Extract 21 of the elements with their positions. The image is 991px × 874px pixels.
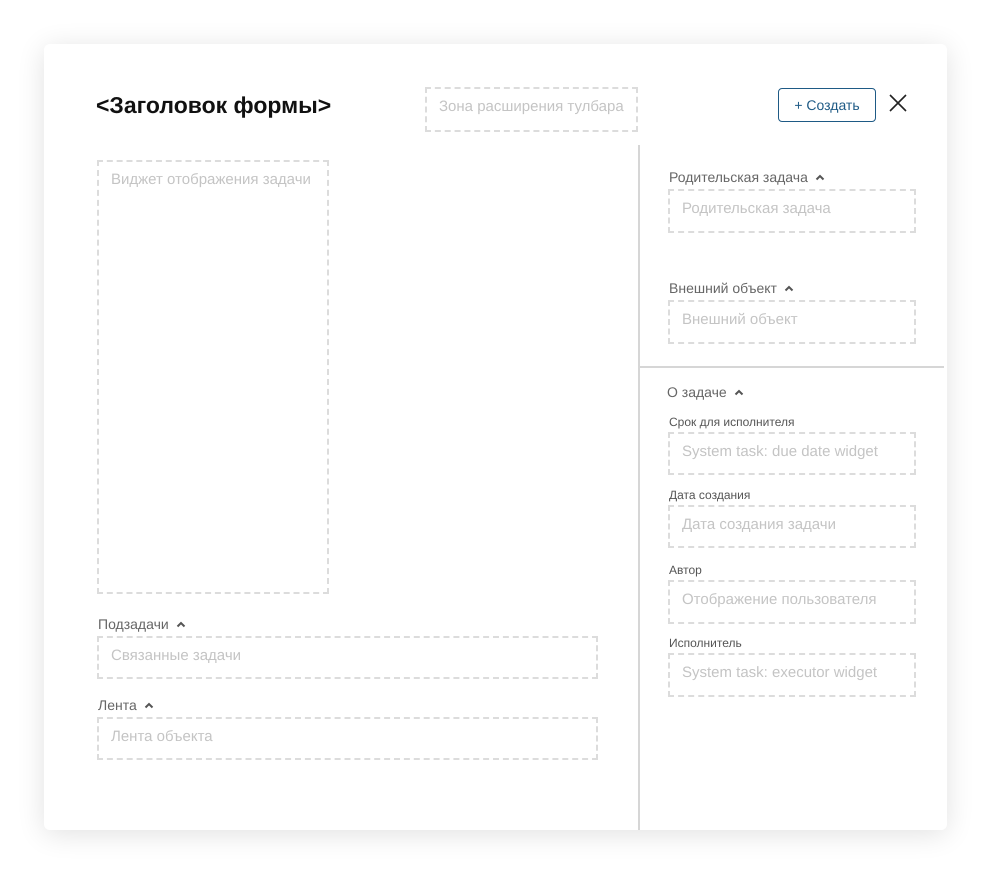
section-heading: О задаче [667, 384, 727, 400]
placeholder-text: Лента объекта [111, 728, 213, 745]
placeholder-field: Зона расширения тулбара [425, 87, 638, 132]
section-heading: Подзадачи [98, 616, 169, 632]
section-heading: Дата создания [669, 488, 750, 502]
placeholder-text: Внешний объект [682, 311, 798, 328]
placeholder-text: System task: executor widget [682, 664, 878, 681]
placeholder-text: Отображение пользователя [682, 591, 877, 608]
section-heading: Срок для исполнителя [669, 415, 795, 429]
placeholder-text: System task: due date widget [682, 443, 878, 460]
form-title: <Заголовок формы> [96, 92, 332, 119]
placeholder-field: Виджет отображения задачи [97, 160, 329, 594]
section-heading: Лента [98, 697, 137, 713]
section-heading: Родительская задача [669, 169, 808, 185]
placeholder-text: Связанные задачи [111, 647, 242, 664]
section-heading: Автор [669, 563, 702, 577]
placeholder-text: Дата создания задачи [682, 516, 836, 533]
section-heading: Внешний объект [669, 280, 777, 296]
placeholder-text: Родительская задача [682, 200, 831, 217]
section-heading: Исполнитель [669, 636, 742, 650]
create-button: + Создать [778, 88, 876, 122]
